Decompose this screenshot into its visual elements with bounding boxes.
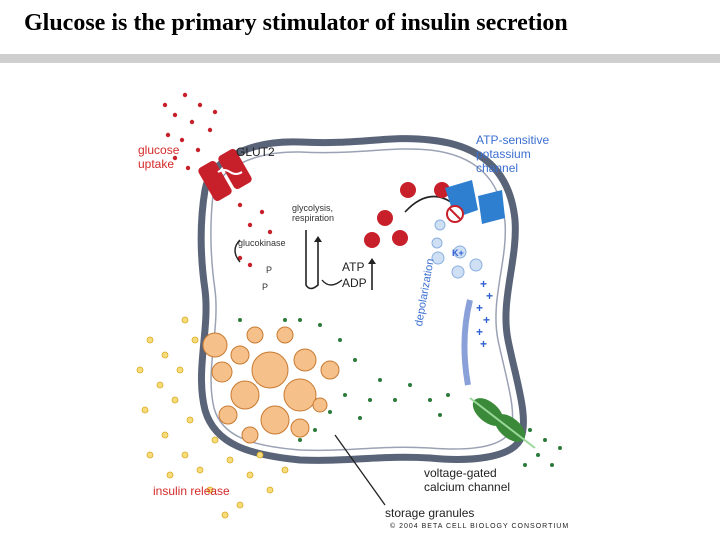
atp-channel-label: ATP-sensitive potassium channel xyxy=(476,133,550,175)
svg-text:+: + xyxy=(480,337,487,351)
glucokinase-label: glucokinase xyxy=(238,238,286,248)
svg-text:+: + xyxy=(476,301,483,315)
atp-sensitive-k-channel xyxy=(445,180,505,224)
title-divider xyxy=(0,54,720,63)
svg-text:+: + xyxy=(483,313,490,327)
svg-text:+: + xyxy=(480,277,487,291)
calcium-channel-label: voltage-gated calcium channel xyxy=(424,466,511,494)
storage-granules xyxy=(202,326,340,444)
k-ion-label: K+ xyxy=(452,248,464,258)
atp-molecules xyxy=(364,182,450,248)
glucose-molecules xyxy=(162,92,273,268)
p-label-2: P xyxy=(262,282,269,292)
depolarization-arrow xyxy=(461,299,473,386)
glycolysis-arrow xyxy=(305,230,319,290)
potassium-ions xyxy=(431,219,483,279)
glucokinase-arrow xyxy=(234,239,241,263)
granules-leader-line xyxy=(334,434,386,506)
svg-text:+: + xyxy=(486,289,493,303)
glycolysis-label: glycolysis, respiration xyxy=(292,203,335,223)
glut2-label: GLUT2 xyxy=(236,145,275,159)
atp-label: ATP xyxy=(342,260,365,274)
p-label-1: P xyxy=(266,265,273,275)
glucose-uptake-label: glucose uptake xyxy=(138,143,180,171)
svg-text:+: + xyxy=(476,325,483,339)
calcium-ions xyxy=(238,318,562,467)
calcium-channel xyxy=(469,397,536,449)
slide-title: Glucose is the primary stimulator of ins… xyxy=(24,10,568,36)
adp-label: ADP xyxy=(342,276,367,290)
positive-charges: +++ +++ xyxy=(476,277,493,351)
glut2-transporter xyxy=(198,149,252,201)
storage-granules-label: storage granules xyxy=(385,506,475,520)
insulin-molecules xyxy=(136,316,289,519)
copyright-credit: © 2004 BETA CELL BIOLOGY CONSORTIUM xyxy=(390,523,570,530)
insulin-release-label: insulin release xyxy=(153,484,230,498)
